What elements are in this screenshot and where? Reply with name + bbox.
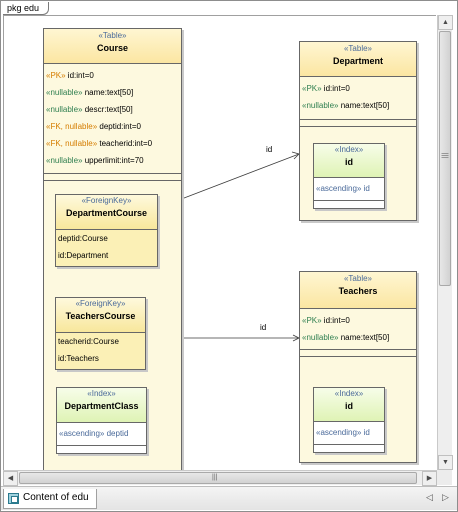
course-attr-deptid: «FK, nullable» deptid:int=0 bbox=[46, 122, 141, 131]
scroll-down-button[interactable]: ▼ bbox=[438, 455, 453, 470]
scrollbar-corner bbox=[437, 470, 452, 485]
fk-teachers-course-title: TeachersCourse bbox=[65, 311, 136, 321]
package-tab: pkg edu bbox=[3, 2, 50, 15]
scroll-right-button[interactable]: ▶ bbox=[422, 471, 437, 486]
link-label-teachers: id bbox=[260, 323, 267, 332]
course-stereotype: «Table» bbox=[98, 31, 127, 40]
course-operations-compartment bbox=[44, 174, 181, 181]
department-attr-id: «PK» id:int=0 bbox=[302, 84, 350, 93]
diagram-canvas bbox=[3, 15, 436, 485]
index-teachers-id-footer bbox=[314, 444, 384, 451]
index-teachers-id-row: «ascending» id bbox=[316, 428, 370, 437]
index-teachers-id-title: id bbox=[345, 401, 353, 411]
scroll-left-button[interactable]: ◀ bbox=[3, 471, 18, 486]
horizontal-scrollbar[interactable]: ◀ ||| ▶ bbox=[3, 470, 437, 486]
vertical-scroll-thumb[interactable]: ||| bbox=[439, 31, 451, 286]
fk-department-course[interactable]: «ForeignKey» DepartmentCourse deptid:Cou… bbox=[55, 194, 158, 267]
scroll-up-button[interactable]: ▲ bbox=[438, 15, 453, 30]
course-attr-descr: «nullable» descr:text[50] bbox=[46, 105, 133, 114]
tab-label: Content of edu bbox=[23, 492, 89, 503]
index-department-class[interactable]: «Index» DepartmentClass «ascending» dept… bbox=[56, 387, 147, 454]
index-department-class-stereotype: «Index» bbox=[87, 389, 116, 398]
fk-teachers-course-row: teacherid:Course bbox=[58, 337, 119, 346]
teachers-operations-compartment bbox=[300, 350, 416, 357]
index-department-class-row: «ascending» deptid bbox=[59, 429, 129, 438]
course-attr-teacherid: «FK, nullable» teacherid:int=0 bbox=[46, 139, 153, 148]
teachers-stereotype: «Table» bbox=[343, 274, 373, 283]
course-attr-upperlimit: «nullable» upperlimit:int=70 bbox=[46, 156, 144, 165]
index-teachers-id[interactable]: «Index» id «ascending» id bbox=[313, 387, 385, 453]
grip-icon: ||| bbox=[441, 152, 449, 159]
index-department-id-title: id bbox=[345, 157, 353, 167]
index-department-id-footer bbox=[314, 200, 384, 207]
horizontal-scroll-thumb[interactable]: ||| bbox=[19, 472, 417, 484]
fk-teachers-course-row: id:Teachers bbox=[58, 354, 99, 363]
fk-teachers-course[interactable]: «ForeignKey» TeachersCourse teacherid:Co… bbox=[55, 297, 146, 370]
fk-teachers-course-stereotype: «ForeignKey» bbox=[75, 299, 126, 308]
index-department-id-stereotype: «Index» bbox=[334, 145, 364, 154]
link-label-department: id bbox=[266, 145, 273, 154]
course-title: Course bbox=[96, 43, 128, 53]
index-department-class-title: DepartmentClass bbox=[64, 401, 139, 411]
grip-icon: ||| bbox=[212, 474, 218, 481]
fk-department-course-row: deptid:Course bbox=[58, 234, 108, 243]
fk-department-course-stereotype: «ForeignKey» bbox=[81, 196, 132, 205]
index-department-id[interactable]: «Index» id «ascending» id bbox=[313, 143, 385, 209]
course-attr-name: «nullable» name:text[50] bbox=[46, 88, 134, 97]
department-stereotype: «Table» bbox=[343, 44, 373, 53]
vertical-scrollbar[interactable]: ▲ ||| ▼ bbox=[437, 15, 453, 470]
index-department-id-row: «ascending» id bbox=[316, 184, 370, 193]
tab-content-of-edu[interactable]: Content of edu bbox=[3, 489, 97, 509]
teachers-title: Teachers bbox=[338, 286, 378, 296]
tab-prev-button[interactable]: ◁ bbox=[426, 492, 433, 502]
bottom-tab-bar: Content of edu ◁ ▷ bbox=[1, 486, 457, 510]
teachers-attr-id: «PK» id:int=0 bbox=[302, 316, 350, 325]
course-attr-id: «PK» id:int=0 bbox=[46, 71, 94, 80]
fk-department-course-row: id:Department bbox=[58, 251, 109, 260]
diagram-icon bbox=[8, 493, 19, 504]
fk-department-course-title: DepartmentCourse bbox=[65, 208, 148, 218]
department-operations-compartment bbox=[300, 120, 416, 127]
department-title: Department bbox=[332, 56, 383, 66]
tab-next-button[interactable]: ▷ bbox=[442, 492, 449, 502]
index-department-class-footer bbox=[57, 445, 146, 452]
index-teachers-id-stereotype: «Index» bbox=[334, 389, 364, 398]
department-attr-name: «nullable» name:text[50] bbox=[302, 101, 390, 110]
teachers-attr-name: «nullable» name:text[50] bbox=[302, 333, 390, 342]
